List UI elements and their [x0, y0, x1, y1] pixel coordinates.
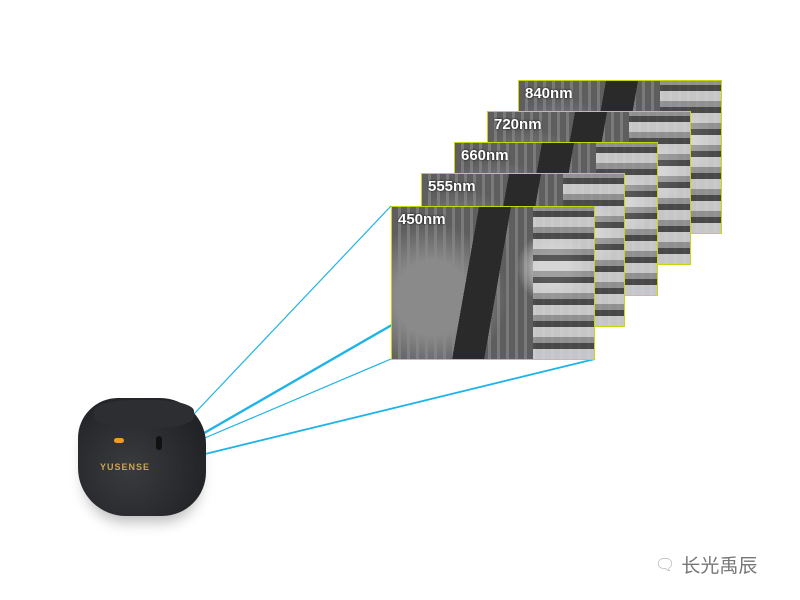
projection-line — [200, 358, 596, 456]
band-label: 840nm — [525, 85, 573, 102]
band-label: 660nm — [461, 147, 509, 164]
camera-brand: YUSENSE — [100, 462, 151, 472]
status-led — [114, 438, 124, 443]
watermark-text: 长光禹辰 — [681, 556, 758, 577]
camera-port — [156, 436, 162, 450]
camera-top — [94, 400, 194, 428]
wechat-icon: 🗨 — [655, 556, 676, 574]
band-image-450: 450nm — [391, 206, 595, 360]
projection-line — [192, 205, 392, 416]
projection-line — [199, 358, 392, 441]
watermark: 🗨 长光禹辰 — [655, 551, 757, 578]
band-label: 450nm — [398, 211, 446, 228]
multispectral-camera: YUSENSE — [78, 398, 206, 516]
band-label: 555nm — [428, 178, 476, 195]
band-label: 720nm — [494, 116, 542, 133]
